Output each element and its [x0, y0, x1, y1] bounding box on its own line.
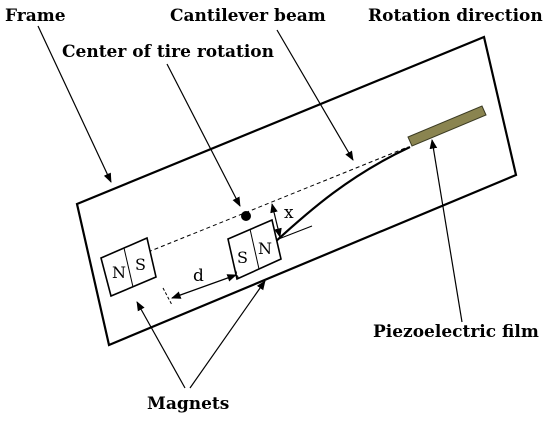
magnets-leader-arrow-right: [189, 280, 266, 389]
magnet-left-pole-n: N: [112, 263, 126, 282]
frame-outline: [75, 35, 518, 347]
distance-d-dimension: [162, 265, 240, 306]
center-of-rotation-dot: [241, 211, 251, 221]
distance-d-label: d: [193, 266, 204, 286]
piezoelectric-film: [407, 105, 487, 147]
cantilever-beam: [273, 146, 411, 244]
magnets-leader-arrow-left: [136, 301, 186, 389]
center-of-rotation-label: Center of tire rotation: [62, 42, 274, 62]
piezo-leader-arrow: [429, 139, 463, 323]
rotation-direction-label: Rotation direction: [368, 6, 543, 26]
magnet-left: N S: [100, 236, 157, 298]
frame-label: Frame: [5, 6, 66, 26]
piezoelectric-film-label: Piezoelectric film: [373, 322, 539, 342]
center-leader-arrow: [166, 63, 241, 207]
magnet-left-pole-s: S: [135, 255, 146, 274]
magnet-right-pole-n: N: [258, 239, 272, 258]
frame-leader-arrow: [37, 25, 112, 183]
magnet-right-pole-s: S: [237, 248, 248, 267]
cantilever-leader-arrow: [276, 29, 354, 161]
magnets-label: Magnets: [147, 394, 229, 414]
magnet-right: S N: [227, 218, 282, 281]
deflection-x-dimension: [270, 203, 313, 241]
cantilever-beam-label: Cantilever beam: [170, 6, 326, 26]
beam-axis-dashed-line: [147, 146, 409, 253]
deflection-x-label: x: [284, 203, 294, 223]
